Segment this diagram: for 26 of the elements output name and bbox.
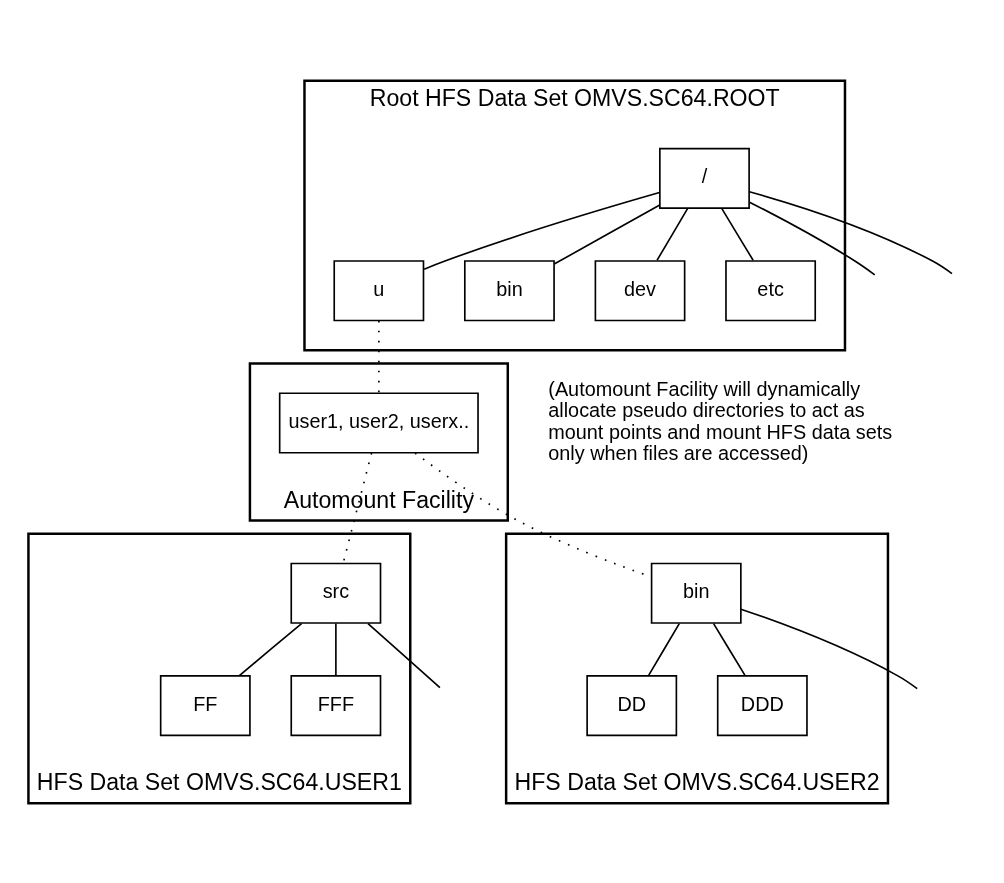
connector — [740, 607, 919, 690]
connector — [367, 622, 441, 688]
label: (Automount Facility will dynamically allocate pseudo directories to act as mount points and mount HFS data sets only when files are accessed) — [548, 377, 893, 464]
node-box: DD — [586, 674, 678, 736]
node-box: bin — [650, 562, 742, 624]
node-box: FFF — [290, 674, 382, 736]
node-box: user1, user2, userx.. — [278, 391, 479, 454]
connector — [238, 622, 303, 676]
node-box: etc — [725, 259, 817, 321]
connector — [721, 207, 754, 261]
connector — [712, 622, 746, 676]
node-box: / — [659, 147, 750, 209]
connector — [656, 207, 689, 261]
connector — [748, 190, 953, 274]
node-box: u — [333, 259, 425, 321]
connector — [423, 191, 661, 270]
connector — [378, 319, 380, 394]
node-box: DDD — [716, 674, 808, 736]
node-box: bin — [464, 259, 555, 321]
connector — [748, 200, 876, 276]
node-box: src — [290, 562, 382, 624]
node-box: FF — [159, 674, 251, 736]
connector — [553, 203, 661, 265]
node-box: dev — [594, 259, 686, 321]
connector — [647, 622, 681, 676]
connector — [335, 622, 337, 676]
